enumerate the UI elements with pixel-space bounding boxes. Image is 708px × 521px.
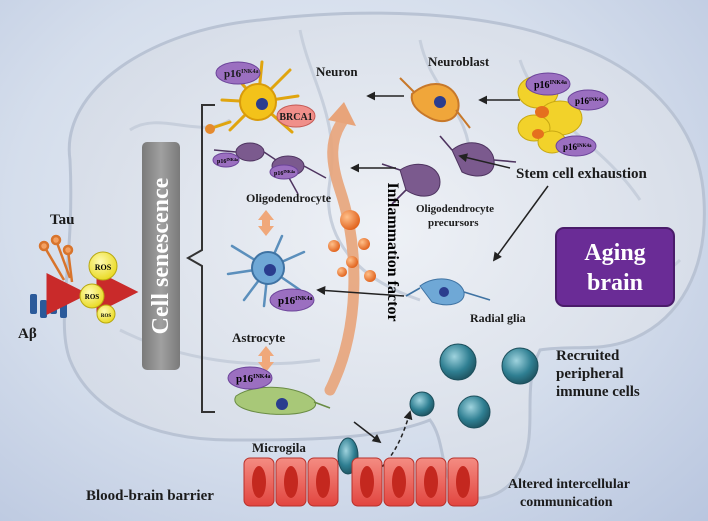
svg-text:p16INK4a: p16INK4a <box>575 96 604 106</box>
ros-label-3: ROS <box>101 314 112 319</box>
radial-glia-arrow <box>316 286 405 297</box>
ros-arrows <box>46 271 139 315</box>
cell-senescence-label: Cell senescence <box>148 177 174 334</box>
p16-badge-stem-2: p16INK4a <box>567 89 609 111</box>
astrocyte-cell <box>226 234 306 308</box>
opc-arrows <box>350 153 549 262</box>
radial-glia-cell <box>405 278 491 306</box>
brca1-badge: BRCA1 <box>276 104 316 128</box>
recruited-line1: Recruited <box>556 348 620 364</box>
aging-brain-line1: Aging <box>584 240 645 266</box>
immune-cells <box>337 343 539 475</box>
neuron-cell <box>205 60 300 134</box>
inflammation-arrow-head <box>328 102 356 126</box>
ros-label-1: ROS <box>95 263 112 272</box>
abeta-label: Aβ <box>18 326 37 342</box>
aging-brain-line2: brain <box>587 270 643 296</box>
inflammation-dots <box>328 210 376 282</box>
recruited-line2: peripheral <box>556 366 624 382</box>
tau-label: Tau <box>50 212 74 228</box>
radial-glia-label: Radial glia <box>470 311 526 325</box>
p16-badge-neuron: p16INK4a <box>215 61 261 85</box>
svg-text:p16INK4a: p16INK4a <box>563 142 592 152</box>
svg-text:BRCA1: BRCA1 <box>279 112 312 123</box>
altered-line2: communication <box>520 495 613 510</box>
p16-badge-stem-3: p16INK4a <box>555 135 597 157</box>
svg-text:p16INK4a: p16INK4a <box>534 80 567 91</box>
double-arrow-1 <box>258 210 274 236</box>
p16-badge-microglia: p16INK4a <box>227 366 273 390</box>
svg-text:p16INK4a: p16INK4a <box>224 68 258 80</box>
neuroblast-label: Neuroblast <box>428 54 490 69</box>
immune-arrows <box>353 410 413 477</box>
neuron-label: Neuron <box>316 64 358 79</box>
p16-badge-oligo-1: p16INK4a <box>212 152 240 168</box>
stem-cell-exhaustion-label: Stem cell exhaustion <box>516 166 647 182</box>
recruited-line3: immune cells <box>556 384 640 400</box>
oligodendrocyte-label: Oligodendrocyte <box>246 191 332 205</box>
aging-brain-box: Aging brain <box>555 227 675 307</box>
microglia-cell <box>234 386 331 415</box>
altered-line1: Altered intercellular <box>508 477 630 492</box>
ros-cluster: ROS ROS ROS <box>79 251 118 324</box>
bbb-cells <box>243 457 479 507</box>
microglia-label: Microgila <box>252 440 306 455</box>
opc-label-line2: precursors <box>428 217 479 229</box>
p16-badge-astrocyte: p16INK4a <box>269 288 315 312</box>
p16-badge-stem-1: p16INK4a <box>525 72 571 96</box>
ros-label-2: ROS <box>85 293 100 301</box>
inflammation-factor-label: Inflammation factor <box>384 182 401 321</box>
svg-text:p16INK4a: p16INK4a <box>217 157 238 165</box>
p16-badge-oligo-2: p16INK4a <box>269 164 299 180</box>
opc-label-line1: Oligodendrocyte <box>416 203 494 215</box>
svg-text:p16INK4a: p16INK4a <box>278 295 312 307</box>
abeta-icon <box>30 294 67 318</box>
double-arrow-2 <box>258 346 274 372</box>
bbb-label: Blood-brain barrier <box>86 488 214 504</box>
svg-text:p16INK4a: p16INK4a <box>274 169 295 177</box>
cell-senescence-box: Cell senescence <box>142 142 180 370</box>
svg-text:p16INK4a: p16INK4a <box>236 373 270 385</box>
astrocyte-label: Astrocyte <box>232 330 285 345</box>
neuroblast-cell <box>399 77 471 129</box>
neuroblast-arrows <box>366 91 520 105</box>
senescence-bracket <box>185 104 215 413</box>
